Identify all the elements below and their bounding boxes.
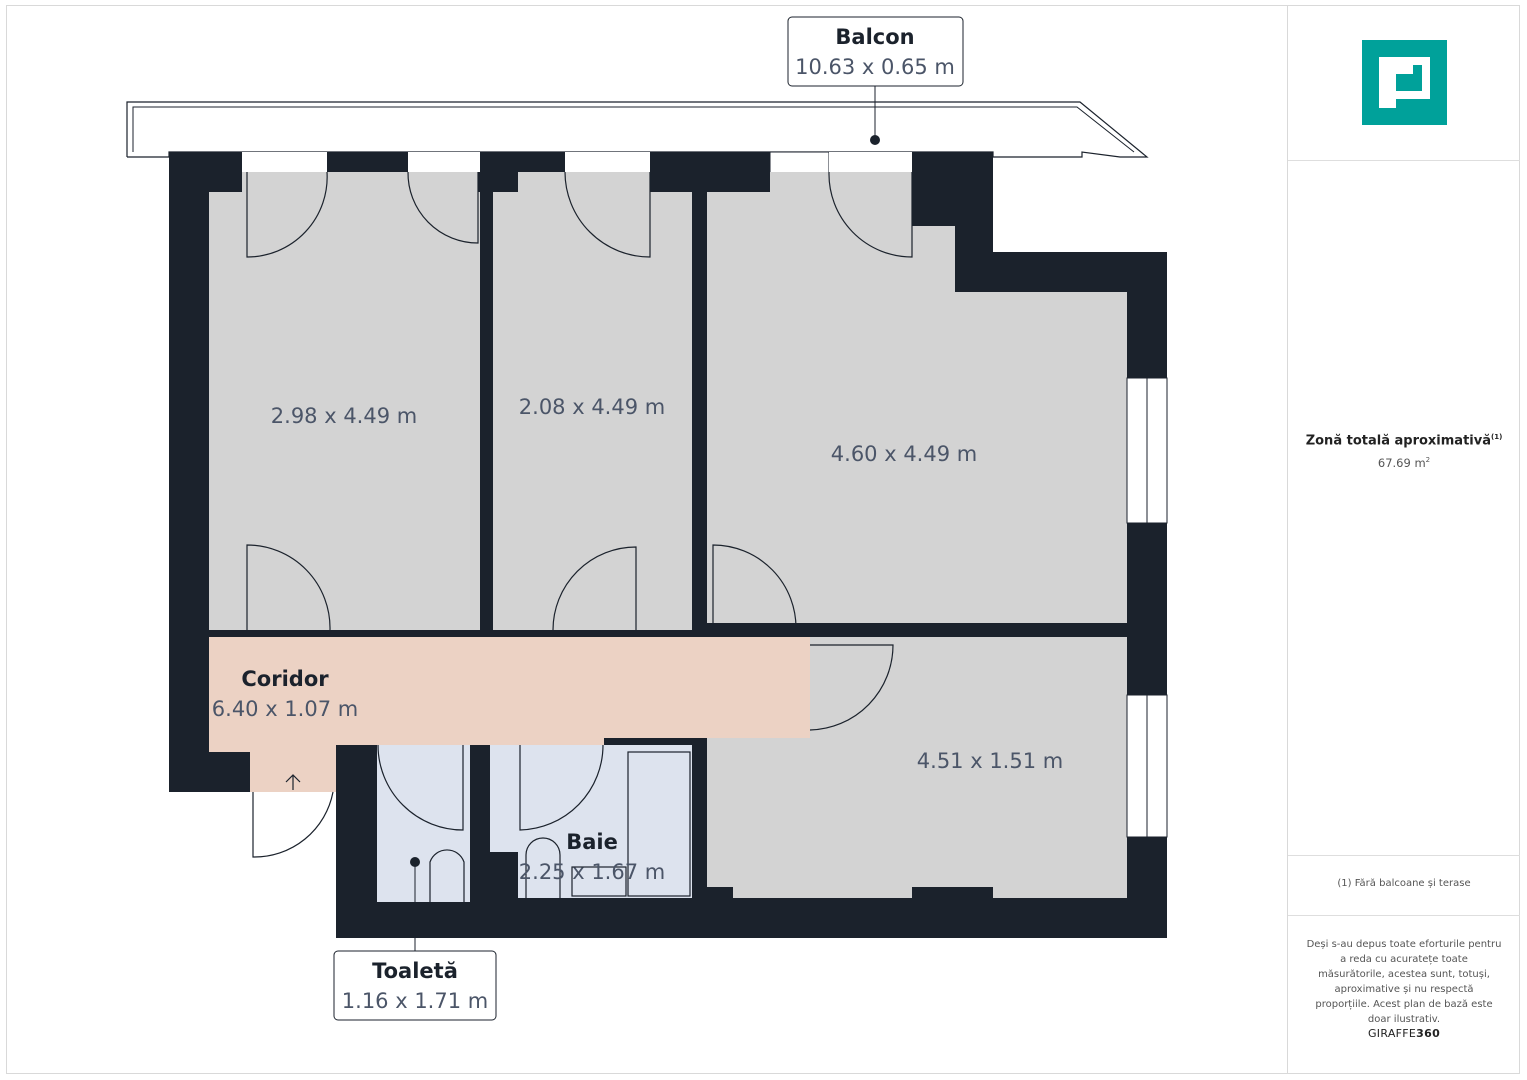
brand-name-part: GIRAFFE (1367, 1027, 1417, 1040)
unit-superscript: 2 (1425, 456, 1431, 465)
room-2 (493, 172, 692, 630)
bathroom (490, 745, 692, 898)
toilet-callout-dot (410, 857, 420, 867)
corridor-dimensions: 6.40 x 1.07 m (212, 697, 358, 721)
corridor-name: Coridor (241, 667, 329, 691)
balcony-callout-dot (870, 135, 880, 145)
corridor (209, 637, 810, 792)
bathroom-name: Baie (566, 830, 618, 854)
balcony-dimensions: 10.63 x 0.65 m (795, 55, 955, 79)
brand-name: GIRAFFE360 (1288, 1027, 1520, 1040)
room-1-dimensions: 2.98 x 4.49 m (271, 404, 417, 428)
bathroom-dimensions: 2.25 x 1.67 m (519, 860, 665, 884)
room-4 (707, 637, 1127, 898)
giraffe360-logo-icon (1362, 40, 1447, 125)
divider (1288, 855, 1520, 856)
doors (246, 171, 913, 902)
toilet-room (377, 745, 470, 902)
brand-name-number: 360 (1416, 1027, 1441, 1040)
page-frame (6, 5, 1520, 1074)
footnote: (1) Fără balcoane și terase (1337, 878, 1471, 889)
room-3 (707, 172, 1127, 623)
total-area-value: 67.69 m (1377, 456, 1426, 471)
room-3-dimensions: 4.60 x 4.49 m (831, 442, 977, 466)
toilet-callout-box (333, 950, 497, 1021)
divider (1288, 915, 1520, 916)
room-1 (209, 172, 480, 630)
toilet-name: Toaletă (372, 959, 458, 983)
total-area-title: Zonă totală aproximativă (1305, 433, 1491, 449)
balcony-name: Balcon (835, 25, 914, 49)
toilet-dimensions: 1.16 x 1.71 m (342, 989, 488, 1013)
divider (1288, 160, 1520, 161)
room-2-dimensions: 2.08 x 4.49 m (519, 395, 665, 419)
room-4-dimensions: 4.51 x 1.51 m (917, 749, 1063, 773)
balcony-inner (132, 106, 1135, 153)
floor-plan: 2.98 x 4.49 m 2.08 x 4.49 m 4.60 x 4.49 … (126, 16, 1168, 1021)
balcony-door-opening (242, 152, 327, 172)
balcony-outline (126, 101, 1149, 158)
balcony-callout-box (787, 16, 964, 87)
balcony-door-opening (408, 152, 480, 172)
total-area: Zonă totală aproximativă(1) 67.69 m2 (1288, 433, 1520, 470)
footnote-mark: (1) (1491, 433, 1503, 441)
disclaimer: Deși s-au depus toate eforturile pentru … (1306, 939, 1502, 1025)
info-panel: Zonă totală aproximativă(1) 67.69 m2 (1)… (1287, 5, 1520, 1074)
balcony-door-opening (565, 152, 650, 172)
balcony-door-opening (829, 152, 912, 172)
